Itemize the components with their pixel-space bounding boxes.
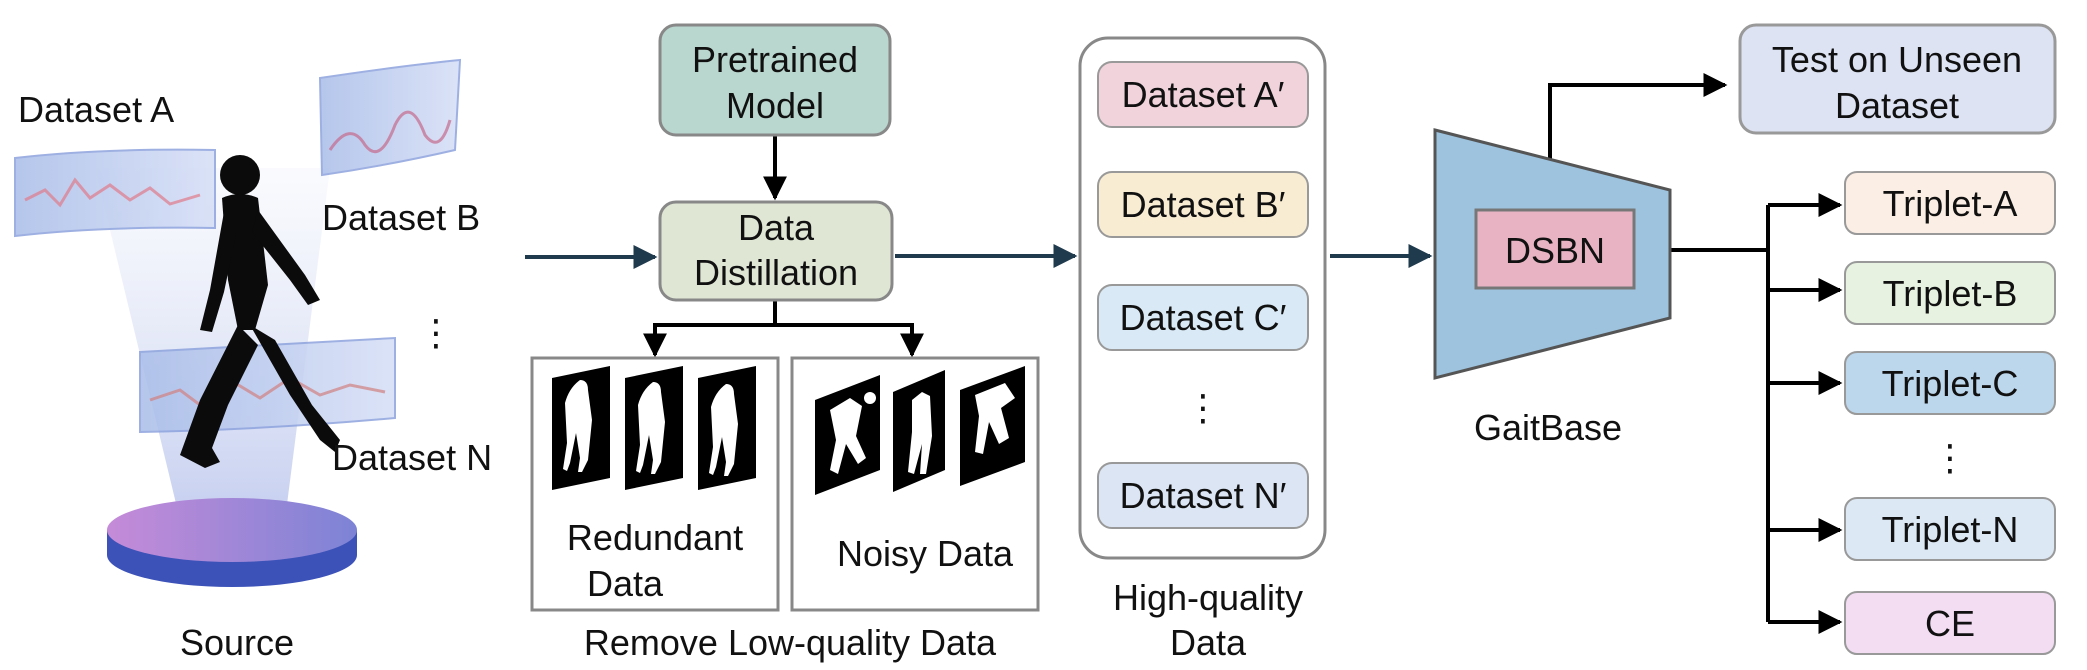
- gaitbase-model: DSBN: [1433, 128, 1672, 380]
- svg-text:CE: CE: [1925, 603, 1975, 644]
- test-line1: Test on Unseen: [1772, 39, 2022, 80]
- data-distillation-box: Data Distillation: [658, 200, 894, 302]
- svg-text:Triplet-B: Triplet-B: [1883, 273, 2018, 314]
- loss-triplet-c: Triplet-C: [1844, 351, 2056, 415]
- source-disc: [107, 498, 357, 587]
- noisy-data-panel: Noisy Data: [790, 356, 1040, 612]
- walking-person-silhouette: [180, 155, 340, 468]
- loss-triplet-b: Triplet-B: [1844, 261, 2056, 325]
- noisy-silhouette-frames: [815, 366, 1025, 495]
- noisy-label: Noisy Data: [837, 533, 1014, 574]
- dataset-b-trace: [328, 110, 452, 154]
- loss-triplet-a: Triplet-A: [1844, 171, 2056, 235]
- remove-low-quality-caption: Remove Low-quality Data: [584, 622, 997, 663]
- hq-caption-line2: Data: [1170, 622, 1247, 663]
- hq-dataset-n: Dataset N′: [1097, 462, 1309, 529]
- source-caption: Source: [180, 622, 294, 663]
- test-unseen-box: Test on Unseen Dataset: [1738, 23, 2057, 135]
- distill-line2: Distillation: [694, 252, 858, 293]
- hq-caption-line1: High-quality: [1113, 577, 1303, 618]
- connectors: [525, 73, 1843, 634]
- svg-text:Dataset A′: Dataset A′: [1122, 74, 1285, 115]
- source-illustration: Dataset A Dataset B ⋮ Dataset N Source: [14, 58, 492, 663]
- dataset-n-label: Dataset N: [332, 437, 492, 478]
- pretrained-model-box: Pretrained Model: [658, 23, 892, 137]
- dsbn-label: DSBN: [1505, 230, 1605, 271]
- dataset-b-label: Dataset B: [322, 197, 480, 238]
- dataset-n-trace: [149, 376, 386, 407]
- arrow-distill-split: [643, 300, 777, 358]
- distill-line1: Data: [738, 207, 815, 248]
- svg-text:Triplet-C: Triplet-C: [1882, 363, 2019, 404]
- test-line2: Dataset: [1835, 85, 1959, 126]
- source-ellipsis: ⋮: [418, 312, 454, 353]
- redundant-silhouette-frames: [552, 366, 756, 490]
- svg-text:Dataset C′: Dataset C′: [1120, 297, 1287, 338]
- dataset-b-panel: [318, 58, 462, 177]
- redundant-data-panel: Redundant Data: [530, 356, 780, 612]
- loss-triplet-n: Triplet-N: [1844, 497, 2056, 561]
- hq-dataset-b: Dataset B′: [1097, 171, 1309, 238]
- arrow-gaitbase-to-test: [1548, 73, 1728, 170]
- svg-text:Triplet-A: Triplet-A: [1883, 183, 2018, 224]
- high-quality-data-container: Dataset A′ Dataset B′ Dataset C′ ⋮ Datas…: [1078, 36, 1327, 560]
- dataset-a-trace: [24, 177, 201, 208]
- loss-list: Triplet-A Triplet-B Triplet-C ⋮ Triplet-…: [1844, 171, 2056, 655]
- svg-text:Dataset N′: Dataset N′: [1120, 475, 1287, 516]
- loss-ellipsis: ⋮: [1932, 437, 1968, 478]
- dataset-a-label: Dataset A: [18, 89, 174, 130]
- svg-text:Dataset B′: Dataset B′: [1121, 184, 1286, 225]
- pretrained-line2: Model: [726, 85, 824, 126]
- arrow-distill-split-right: [775, 323, 924, 358]
- hq-dataset-a: Dataset A′: [1097, 61, 1309, 128]
- svg-text:Triplet-N: Triplet-N: [1882, 509, 2019, 550]
- dataset-a-panel: [14, 148, 216, 238]
- hq-ellipsis: ⋮: [1185, 387, 1221, 428]
- redundant-line1: Redundant: [567, 517, 743, 558]
- gaitbase-caption: GaitBase: [1474, 407, 1622, 448]
- pretrained-line1: Pretrained: [692, 39, 858, 80]
- loss-ce: CE: [1844, 591, 2056, 655]
- hq-dataset-c: Dataset C′: [1097, 284, 1309, 351]
- redundant-line2: Data: [587, 563, 664, 604]
